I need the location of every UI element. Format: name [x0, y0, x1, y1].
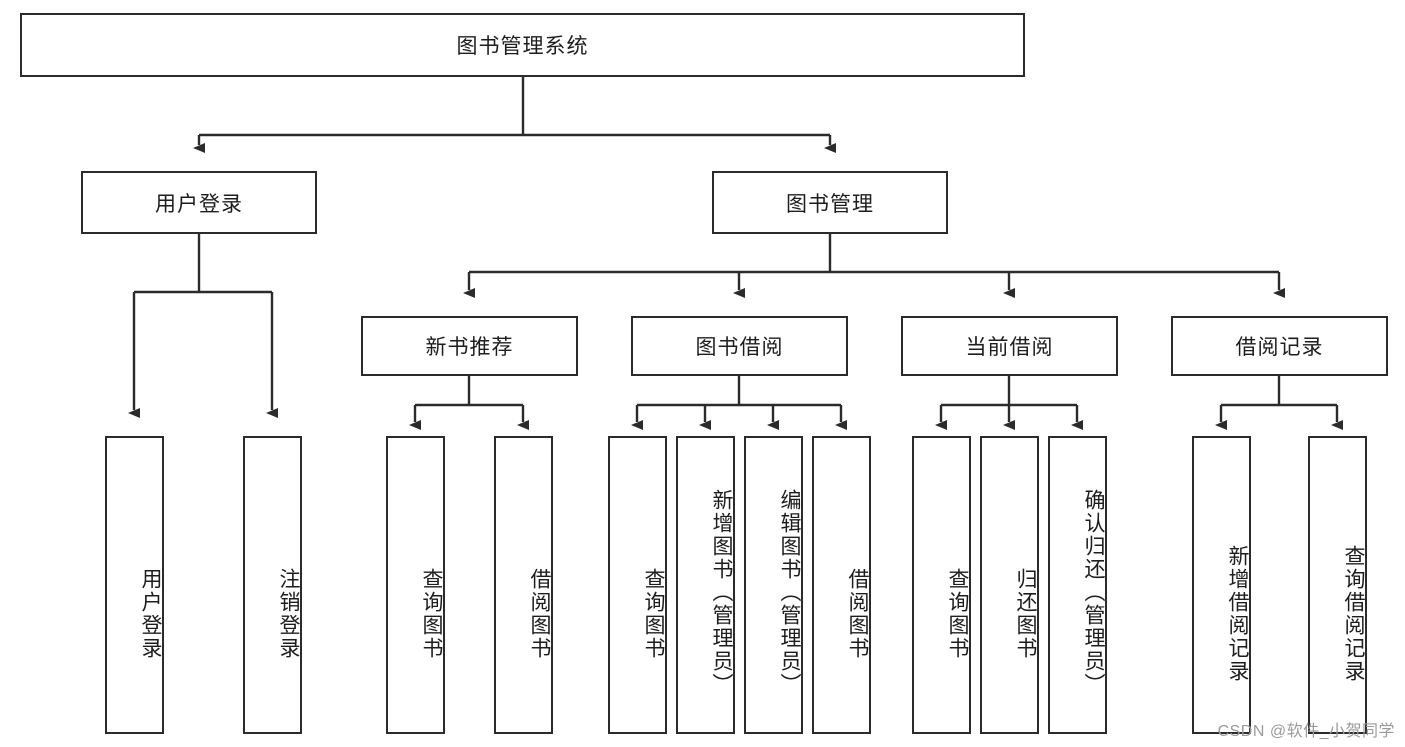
node-leaf-edit-book[interactable]: 编辑图书（管理员）	[744, 436, 803, 734]
node-leaf-return-book[interactable]: 归还图书	[980, 436, 1039, 734]
node-label: 查询借阅记录	[1342, 545, 1365, 683]
node-label: 注销登录	[277, 568, 300, 660]
node-book-management[interactable]: 图书管理	[712, 171, 948, 234]
node-leaf-borrow-book-1[interactable]: 借阅图书	[494, 436, 553, 734]
node-label: 新增图书（管理员）	[710, 488, 733, 696]
node-leaf-user-login[interactable]: 用户登录	[105, 436, 164, 734]
node-label: 查询图书	[420, 568, 443, 660]
node-label: 借阅图书	[528, 568, 551, 660]
node-leaf-logout[interactable]: 注销登录	[243, 436, 302, 734]
node-label: 查询图书	[946, 568, 969, 660]
node-user-login[interactable]: 用户登录	[81, 171, 317, 234]
node-label: 当前借阅	[965, 336, 1054, 359]
node-label: 新增借阅记录	[1226, 545, 1249, 683]
node-label: 编辑图书（管理员）	[778, 488, 801, 696]
watermark-text: CSDN @软件_小贺同学	[1217, 723, 1395, 740]
node-label: 归还图书	[1014, 568, 1037, 660]
node-leaf-query-book-2[interactable]: 查询图书	[608, 436, 667, 734]
node-label: 确认归还（管理员）	[1082, 488, 1105, 696]
node-current-borrow[interactable]: 当前借阅	[901, 316, 1118, 376]
node-leaf-confirm-return[interactable]: 确认归还（管理员）	[1048, 436, 1107, 734]
node-leaf-query-book-3[interactable]: 查询图书	[912, 436, 971, 734]
node-borrow-record[interactable]: 借阅记录	[1171, 316, 1388, 376]
node-label: 查询图书	[642, 568, 665, 660]
node-label: 借阅图书	[846, 568, 869, 660]
node-label: 用户登录	[139, 568, 162, 660]
node-new-book-recommend[interactable]: 新书推荐	[361, 316, 578, 376]
node-label: 图书借阅	[695, 336, 784, 359]
node-book-borrow[interactable]: 图书借阅	[631, 316, 848, 376]
node-leaf-add-record[interactable]: 新增借阅记录	[1192, 436, 1251, 734]
node-label: 借阅记录	[1235, 336, 1324, 359]
node-leaf-query-book-1[interactable]: 查询图书	[386, 436, 445, 734]
node-leaf-add-book[interactable]: 新增图书（管理员）	[676, 436, 735, 734]
node-label: 用户登录	[155, 192, 243, 216]
node-leaf-query-record[interactable]: 查询借阅记录	[1308, 436, 1367, 734]
node-root-system[interactable]: 图书管理系统	[20, 13, 1025, 77]
node-leaf-borrow-book-2[interactable]: 借阅图书	[812, 436, 871, 734]
node-label: 图书管理	[786, 192, 874, 216]
node-label: 新书推荐	[425, 336, 514, 359]
node-label: 图书管理系统	[456, 35, 589, 58]
